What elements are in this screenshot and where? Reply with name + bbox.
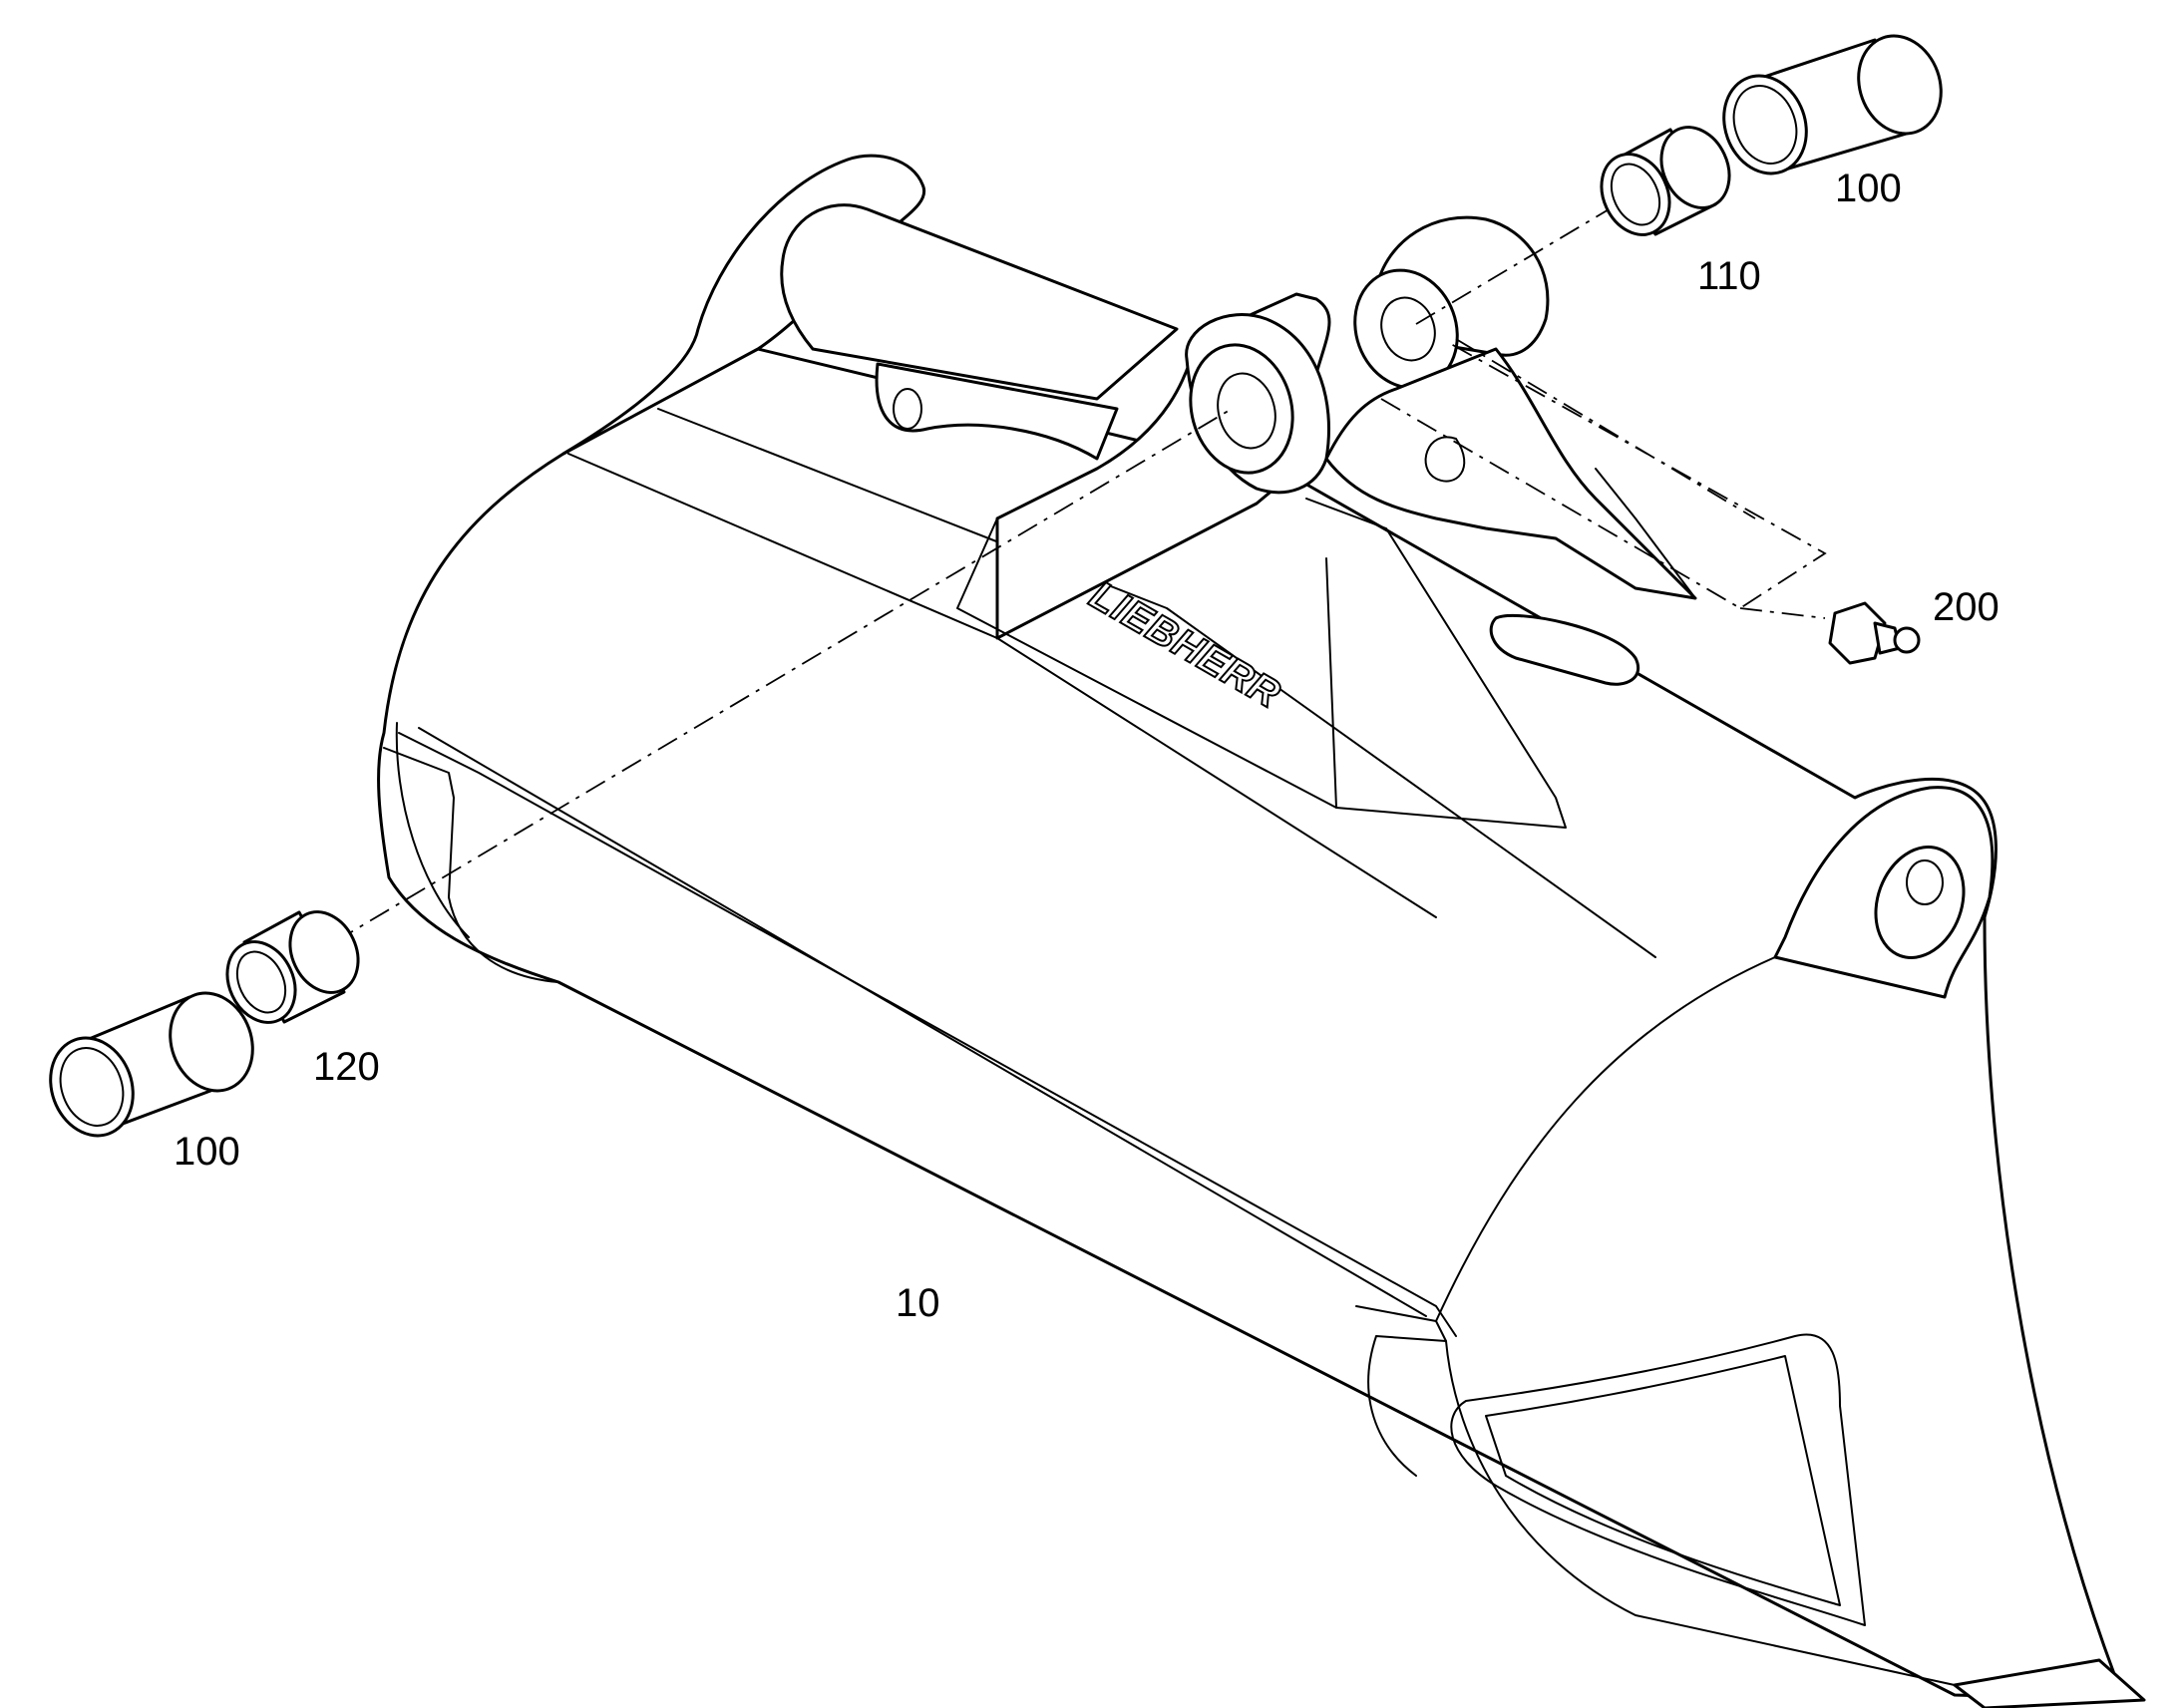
axis-grease [1380, 338, 1827, 619]
callout-ring-upper: 110 [1697, 254, 1761, 298]
axis-left [333, 408, 1233, 943]
bucket-left-mount [561, 154, 1179, 461]
bushing-upper-right [1722, 34, 1943, 175]
bucket-body [377, 347, 2146, 1708]
bucket-right-hinge [1324, 215, 1697, 600]
ring-lower [225, 910, 360, 1024]
callout-grease-nipple: 200 [1933, 585, 1999, 629]
callout-ring-lower: 120 [313, 1045, 380, 1089]
assembly-axes [333, 198, 1827, 943]
ring-upper [1600, 126, 1731, 236]
bushing-lower-left [49, 991, 254, 1138]
callout-bucket: 10 [896, 1281, 940, 1325]
callout-bushing-right: 100 [1835, 167, 1902, 210]
grease-nipple [1828, 601, 1921, 665]
callout-bushing-left: 100 [174, 1130, 240, 1174]
bucket-center-hinge [956, 292, 1567, 829]
callouts: 10 100 100 110 120 200 [174, 167, 1999, 1325]
